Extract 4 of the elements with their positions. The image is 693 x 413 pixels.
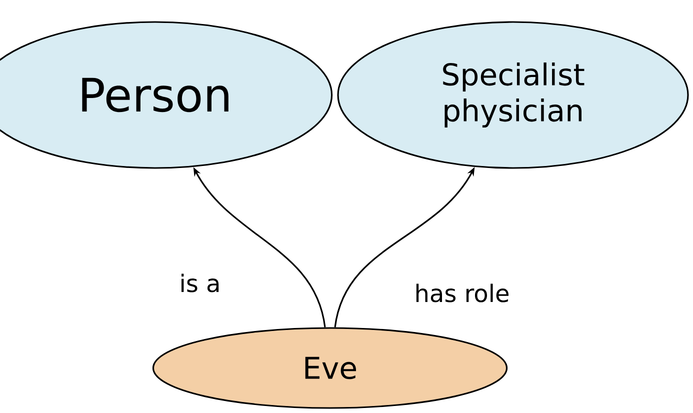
ellipse-node: Eve [152, 327, 508, 409]
edge-label: is a [178, 272, 222, 294]
edge-label: has role [413, 282, 511, 304]
ellipse-node: Specialist physician [337, 21, 689, 169]
